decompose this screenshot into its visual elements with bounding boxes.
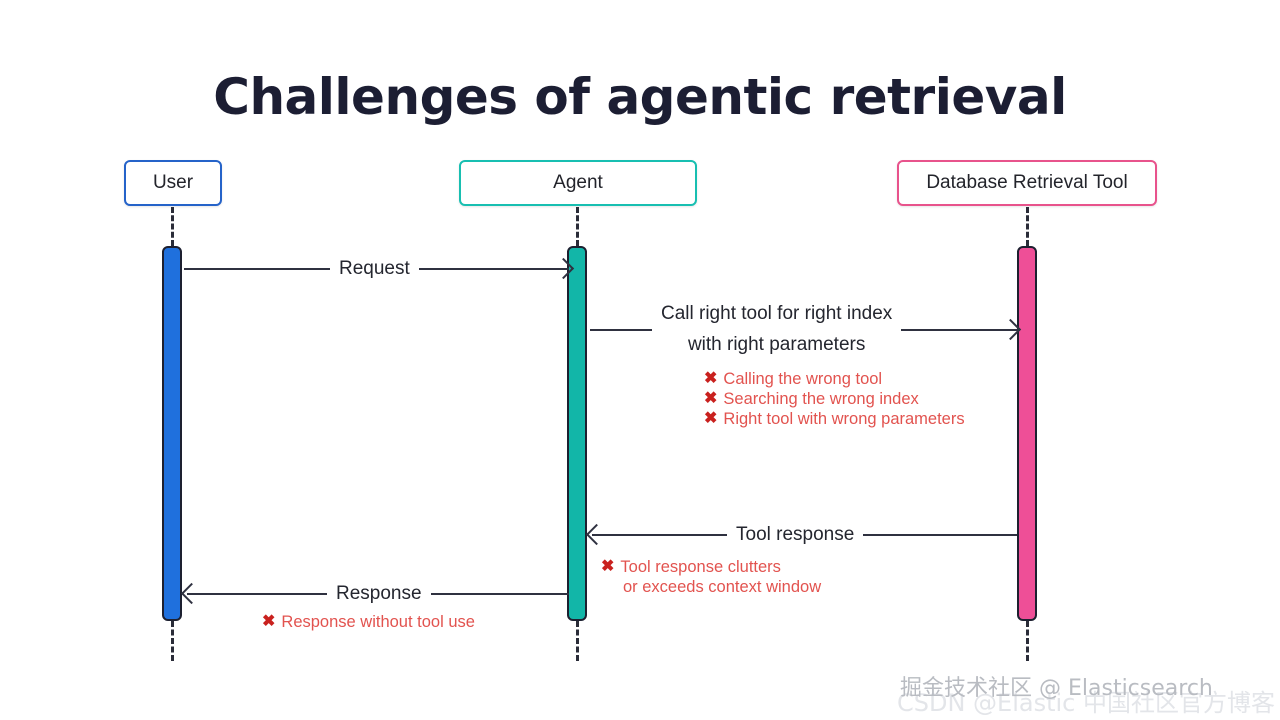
message-label-call-tool: Call right tool for right index with rig… [652,298,902,360]
note-tool-call-problems: ✖ Calling the wrong tool ✖ Searching the… [704,369,965,429]
note-item: ✖ Response without tool use [262,612,475,632]
participant-box-user[interactable]: User [124,160,222,206]
x-mark-icon: ✖ [704,390,718,407]
x-mark-icon: ✖ [262,613,276,630]
arrow-head-tool-response [585,523,608,546]
participant-box-database-retrieval-tool[interactable]: Database Retrieval Tool [897,160,1157,206]
activation-bar-user [162,246,182,621]
note-item: ✖ Tool response clutters [601,557,821,577]
note-tool-response-problem: ✖ Tool response clutters or exceeds cont… [601,557,821,597]
activation-bar-agent [567,246,587,621]
message-label-request: Request [330,253,419,284]
note-response-problem: ✖ Response without tool use [262,612,475,632]
activation-bar-database-retrieval-tool [1017,246,1037,621]
lifeline-database-bottom [1026,621,1029,661]
note-item: ✖ Calling the wrong tool [704,369,965,389]
watermark-juejin: 掘金技术社区 @ Elasticsearch [900,676,1213,701]
lifeline-agent-bottom [576,621,579,661]
participant-label-agent: Agent [553,172,603,193]
x-mark-icon: ✖ [704,410,718,427]
lifeline-user-top [171,207,174,246]
message-label-response: Response [327,578,431,609]
lifeline-agent-top [576,207,579,246]
participant-box-agent[interactable]: Agent [459,160,697,206]
participant-label-database-retrieval-tool: Database Retrieval Tool [926,172,1128,193]
x-mark-icon: ✖ [704,370,718,387]
arrow-head-response [180,582,203,605]
note-item: ✖ Right tool with wrong parameters [704,409,965,429]
note-text: Searching the wrong index [723,390,919,408]
watermark-csdn: CSDN @Elastic 中国社区官方博客 [897,689,1275,717]
note-text: Right tool with wrong parameters [723,410,965,428]
note-text: or exceeds context window [623,578,822,596]
note-item-continuation: or exceeds context window [601,577,821,597]
message-label-call-tool-line1: Call right tool for right index [661,303,893,324]
lifeline-user-bottom [171,621,174,661]
note-text: Response without tool use [281,613,475,631]
x-mark-icon: ✖ [601,558,615,575]
lifeline-database-top [1026,207,1029,246]
message-label-tool-response: Tool response [727,519,864,550]
note-text: Calling the wrong tool [723,370,883,388]
message-label-call-tool-line2: with right parameters [687,334,866,355]
participant-label-user: User [152,172,194,193]
note-item: ✖ Searching the wrong index [704,389,965,409]
note-text: Tool response clutters [620,558,781,576]
page-title: Challenges of agentic retrieval [213,68,1067,126]
